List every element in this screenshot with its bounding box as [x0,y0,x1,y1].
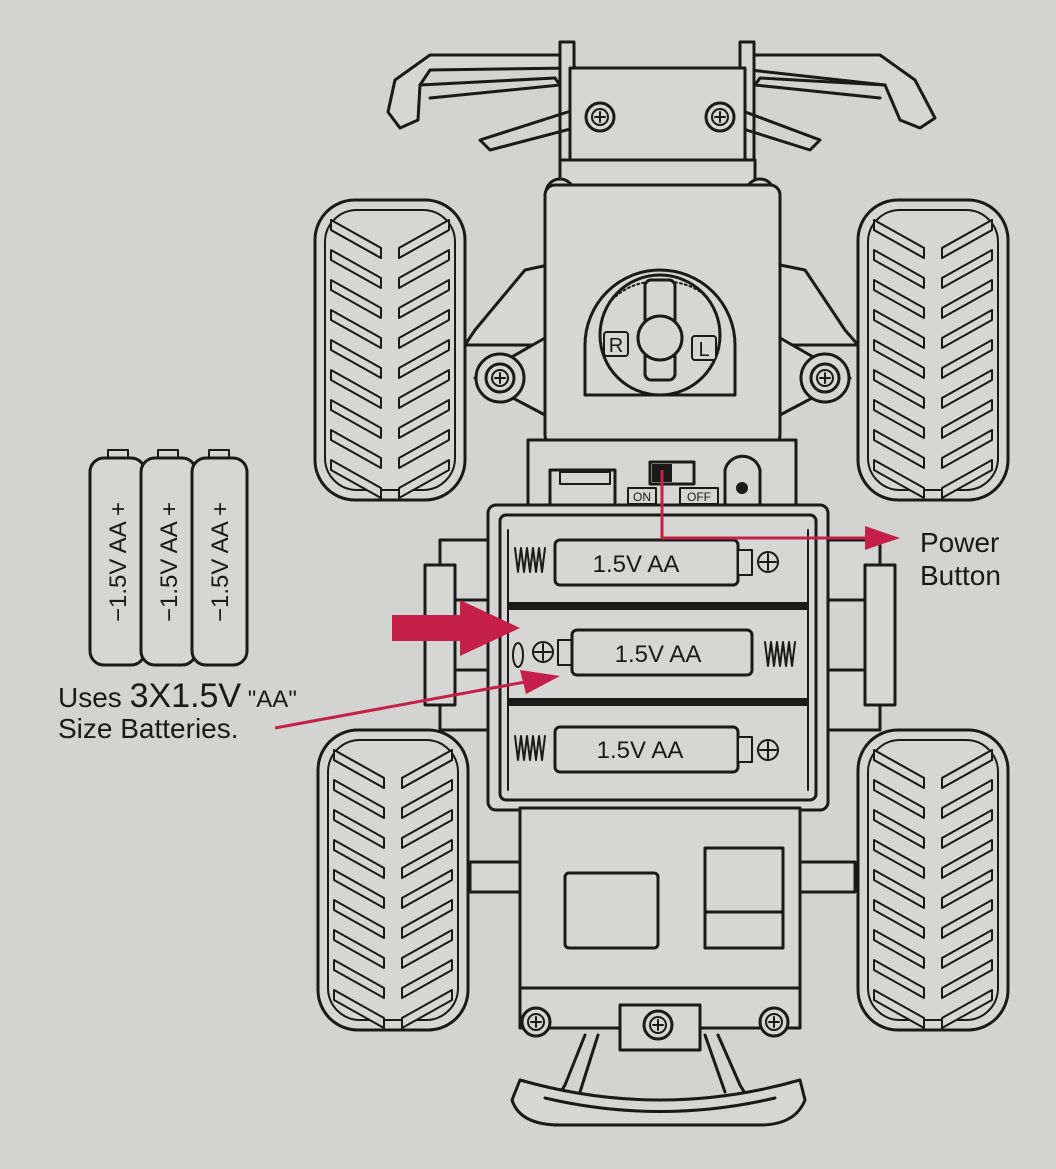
switch-on-label: ON [633,490,651,504]
compartment-battery: 1.5V AA [512,628,796,677]
screw-icon [584,101,616,133]
loose-battery: −1.5V AA + [88,449,147,667]
battery-label: 1.5V AA [593,551,680,578]
tire-rear-right [856,728,1010,1032]
tire-front-left [313,198,467,502]
screw-icon [520,1006,552,1038]
battery-label: 1.5V AA [615,641,702,668]
dial-right-label: R [609,335,623,357]
loose-battery: −1.5V AA + [139,449,198,667]
suspension-arms [463,263,860,417]
dial-left-label: L [698,339,709,361]
battery-label: −1.5V AA + [105,502,132,622]
lower-chassis [468,806,857,1052]
screw-icon [758,1006,790,1038]
battery-callout-line2: Size Batteries. [58,713,239,744]
battery-callout-line1: Uses 3X1.5V "AA" [58,677,297,715]
screw-icon [642,1009,674,1041]
front-bumper [510,1033,807,1127]
tire-front-right [856,198,1010,502]
battery-label: −1.5V AA + [207,502,234,622]
loose-batteries: −1.5V AA + −1.5V AA + −1.5V AA + [88,449,249,667]
insert-arrow-icon [392,600,520,656]
compartment-battery: 1.5V AA [514,725,779,774]
steering-dial: R L [583,268,737,397]
power-button-label-line2: Button [920,560,1001,591]
screw-icon [809,362,841,394]
loose-battery: −1.5V AA + [190,449,249,667]
screw-icon [704,101,736,133]
battery-callout-line [274,670,560,730]
battery-label: 1.5V AA [597,737,684,764]
screw-icon [484,362,516,394]
battery-compartment: 1.5V AA 1.5V AA 1.5V AA [423,503,897,812]
power-callout-line [660,470,900,550]
power-button-label-line1: Power [920,527,999,558]
compartment-battery: 1.5V AA [514,538,779,587]
tire-rear-left [316,728,470,1032]
battery-label: −1.5V AA + [156,502,183,622]
switch-off-label: OFF [687,490,711,504]
